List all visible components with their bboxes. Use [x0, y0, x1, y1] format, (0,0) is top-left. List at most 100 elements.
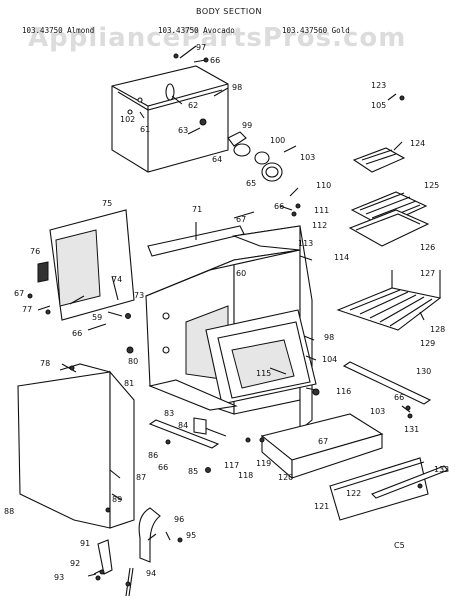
part-label-75: 75 [102, 199, 112, 208]
oven-door-assembly [205, 309, 317, 405]
part-label-114: 114 [334, 253, 349, 262]
part-label-98-b: 98 [324, 333, 334, 342]
part-label-113: 113 [298, 239, 313, 248]
part-label-84: 84 [178, 421, 188, 430]
part-label-85: 85 [188, 467, 198, 476]
part-label-67-b: 67 [14, 289, 24, 298]
part-label-95: 95 [186, 531, 196, 540]
watermark-text: AppliancePartsPros.com [28, 23, 406, 53]
part-label-77: 77 [22, 305, 32, 314]
oven-base-83 [148, 379, 238, 411]
part-label-110: 110 [316, 181, 331, 190]
part-label-67: 67 [236, 215, 246, 224]
part-label-126: 126 [420, 243, 435, 252]
oven-rack-127 [336, 270, 442, 331]
side-panel-75 [37, 209, 135, 321]
part-label-128: 128 [430, 325, 445, 334]
top-trim-71 [147, 222, 245, 257]
rail-130 [342, 361, 432, 405]
part-label-66: 66 [210, 56, 220, 65]
rail-132 [371, 465, 449, 499]
part-label-96: 96 [174, 515, 184, 524]
drawer-panel-121 [329, 457, 429, 521]
part-label-93: 93 [54, 573, 64, 582]
broiler-pan-126 [348, 209, 430, 247]
bracket-84 [193, 417, 227, 437]
strip-86 [148, 419, 220, 449]
part-label-121: 121 [314, 502, 329, 511]
part-label-102: 102 [120, 115, 135, 124]
part-label-66-b: 66 [274, 202, 284, 211]
part-label-124: 124 [410, 139, 425, 148]
part-label-89: 89 [112, 495, 122, 504]
diagram-title: BODY SECTION [196, 7, 262, 16]
part-label-62: 62 [188, 101, 198, 110]
part-label-104: 104 [322, 355, 337, 364]
part-label-66-c: 66 [72, 329, 82, 338]
part-label-132: 132 [434, 465, 449, 474]
part-label-116: 116 [336, 387, 351, 396]
bracket-91 [97, 539, 113, 575]
part-label-61: 61 [140, 125, 150, 134]
part-label-92: 92 [70, 559, 80, 568]
part-label-122: 122 [346, 489, 361, 498]
part-label-88: 88 [4, 507, 14, 516]
side-panel-88 [17, 363, 135, 529]
part-label-86: 86 [148, 451, 158, 460]
diagram-subtitle-mid: 103.43750 Avocado [158, 26, 235, 35]
part-label-74: 74 [112, 275, 122, 284]
screw-markers [27, 53, 423, 587]
part-label-71: 71 [192, 205, 202, 214]
storage-drawer-120 [260, 413, 384, 480]
part-label-65: 65 [246, 179, 256, 188]
part-label-73: 73 [134, 291, 144, 300]
part-label-118: 118 [238, 471, 253, 480]
part-label-111: 111 [314, 206, 329, 215]
small-rack-124 [352, 147, 406, 173]
part-label-60: 60 [236, 269, 246, 278]
part-label-78: 78 [40, 359, 50, 368]
part-label-119: 119 [256, 459, 271, 468]
part-label-87: 87 [136, 473, 146, 482]
part-label-127: 127 [420, 269, 435, 278]
hinge-bracket-96 [138, 507, 161, 563]
broiler-pan-125 [350, 191, 428, 227]
oven-body-top-box [111, 65, 229, 173]
right-panel-114 [231, 225, 313, 432]
leader-lines [37, 45, 425, 577]
part-label-83: 83 [164, 409, 174, 418]
part-label-98: 98 [232, 83, 242, 92]
part-label-123: 123 [371, 81, 386, 90]
part-label-64: 64 [212, 155, 222, 164]
part-label-103-b: 103 [370, 407, 385, 416]
part-label-59: 59 [92, 313, 102, 322]
part-label-97: 97 [196, 43, 206, 52]
burner-parts-group [227, 131, 283, 182]
part-label-120: 120 [278, 473, 293, 482]
part-label-131: 131 [404, 425, 419, 434]
part-number-labels: 66 97 98 62 102 61 63 99 64 100 103 65 1… [4, 43, 449, 582]
part-label-117: 117 [224, 461, 239, 470]
part-label-63: 63 [178, 126, 188, 135]
diagram-subtitle-left: 103.43750 Almond [22, 26, 94, 35]
part-label-100: 100 [270, 136, 285, 145]
part-label-99: 99 [242, 121, 252, 130]
part-label-66-d: 66 [394, 393, 404, 402]
part-label-81: 81 [124, 379, 134, 388]
part-label-80: 80 [128, 357, 138, 366]
part-label-115: 115 [256, 369, 271, 378]
part-label-129: 129 [420, 339, 435, 348]
part-label-76: 76 [30, 247, 40, 256]
part-label-105: 105 [371, 101, 386, 110]
part-label-67-c: 67 [318, 437, 328, 446]
part-label-112: 112 [312, 221, 327, 230]
part-label-130: 130 [416, 367, 431, 376]
part-label-103: 103 [300, 153, 315, 162]
part-label-91: 91 [80, 539, 90, 548]
part-label-94: 94 [146, 569, 156, 578]
part-label-125: 125 [424, 181, 439, 190]
part-label-66-e: 66 [158, 463, 168, 472]
diagram-subtitle-right: 103.437560 Gold [282, 26, 350, 35]
